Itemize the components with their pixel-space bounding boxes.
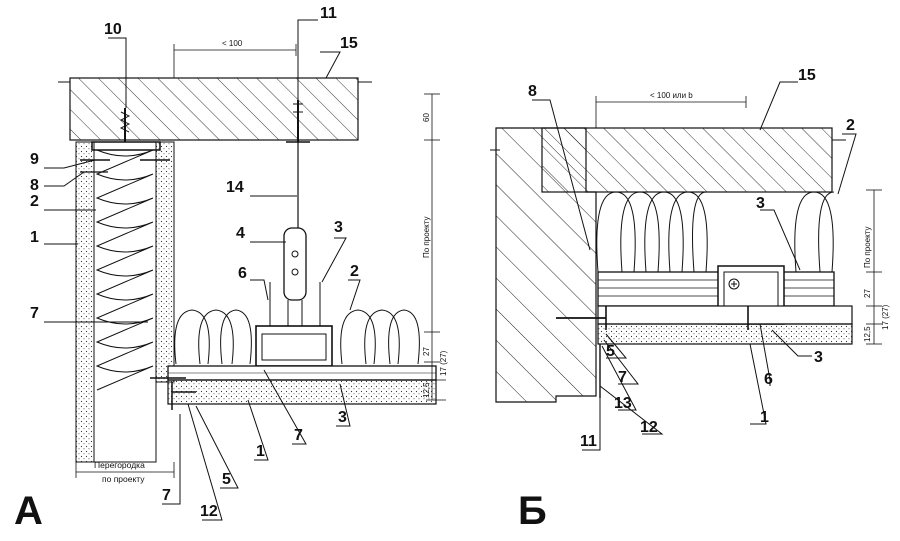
callout-a-7b: 7 [294,427,303,444]
callout-b-7: 7 [618,369,627,386]
callout-a-12: 12 [200,503,218,520]
dim-a-top: < 100 [222,39,243,48]
dim-a-17: 17 (27) [439,350,448,376]
ceiling-board-a [167,379,437,405]
callout-a-15: 15 [340,35,358,52]
callout-a-1: 1 [30,229,39,246]
ceiling-board-b [597,323,853,345]
callout-b-15: 15 [798,67,816,84]
callout-a-7c: 7 [162,487,171,504]
callout-b-1: 1 [760,409,769,426]
dim-b-proekt: По проекту [863,227,872,268]
callout-a-10: 10 [104,21,122,38]
leaders-a [44,19,361,521]
callout-a-3a: 3 [334,219,343,236]
callout-a-2a: 2 [30,193,39,210]
callout-a-5: 5 [222,471,231,488]
callout-a-11: 11 [320,5,337,22]
insulation-left-a [174,309,252,365]
dim-b-17: 17 (27) [881,304,890,330]
callout-a-9: 9 [30,151,39,168]
dim-a-proekt: По проекту [422,217,431,258]
dim-b-27: 27 [863,289,872,298]
slab-b [541,127,833,193]
callout-b-12: 12 [640,419,658,436]
callout-a-6: 6 [238,265,247,282]
hanger-4 [283,227,307,301]
partition-label-2: по проекту [102,474,145,484]
partition-insulation [95,149,154,391]
callout-a-2b: 2 [350,263,359,280]
callout-a-14: 14 [226,179,244,196]
dim-b-125: 12,5 [863,326,872,342]
insulation-b-left [596,191,708,273]
callout-a-7a: 7 [30,305,39,322]
dim-a-60: 60 [422,113,431,122]
partition-label-1: Перегородка [94,460,145,470]
callout-b-8: 8 [528,83,537,100]
leaders-b [532,81,857,451]
callout-a-8: 8 [30,177,39,194]
dim-b-top: < 100 или b [650,91,693,100]
insulation-right-a [340,309,420,365]
dimensions-a [75,44,446,478]
callout-a-1b: 1 [256,443,265,460]
callout-b-5: 5 [606,343,615,360]
callout-a-4: 4 [236,225,245,242]
insulation-b-right [794,191,835,273]
dimensions-b [595,96,882,345]
callout-b-11: 11 [580,433,597,450]
detail-b-letter: Б [518,489,547,533]
callout-b-3a: 3 [756,195,765,212]
callout-b-6: 6 [764,371,773,388]
callout-b-13: 13 [614,395,632,412]
detail-a [58,77,437,463]
partition-board-right [155,141,175,383]
dim-a-125: 12,5 [422,382,431,398]
callout-a-3b: 3 [338,409,347,426]
callout-b-3b: 3 [814,349,823,366]
detail-b [490,127,853,403]
slab-a [69,77,359,141]
dim-a-27: 27 [422,347,431,356]
detail-a-letter: А [14,489,43,533]
callout-b-2: 2 [846,117,855,134]
partition-board-left [75,141,95,463]
